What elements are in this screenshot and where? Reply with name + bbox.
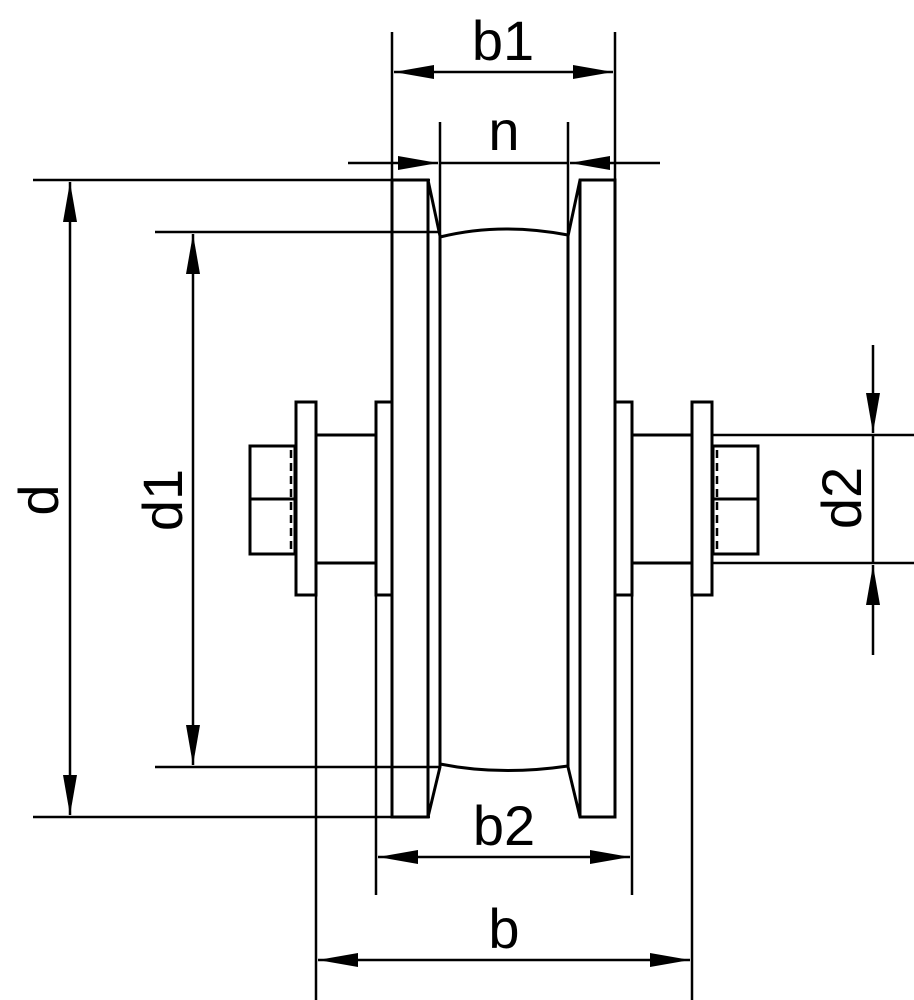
label-n: n xyxy=(488,99,519,162)
label-d: d xyxy=(7,484,70,515)
label-b1: b1 xyxy=(472,9,534,72)
groove-bottom xyxy=(439,762,569,773)
right-flange xyxy=(566,178,617,819)
groove-top xyxy=(439,227,569,239)
label-b2: b2 xyxy=(473,794,535,857)
label-d1: d1 xyxy=(131,469,194,531)
right-outer-washer xyxy=(690,400,714,597)
wheel-body xyxy=(390,178,617,819)
label-b: b xyxy=(488,897,519,960)
label-d2: d2 xyxy=(810,467,873,529)
left-flange xyxy=(390,178,442,819)
left-outer-washer xyxy=(294,400,318,597)
right-inner-washer xyxy=(613,400,634,597)
axle-assembly xyxy=(248,400,760,597)
left-inner-washer xyxy=(374,400,394,597)
extension-lines xyxy=(33,32,914,1000)
